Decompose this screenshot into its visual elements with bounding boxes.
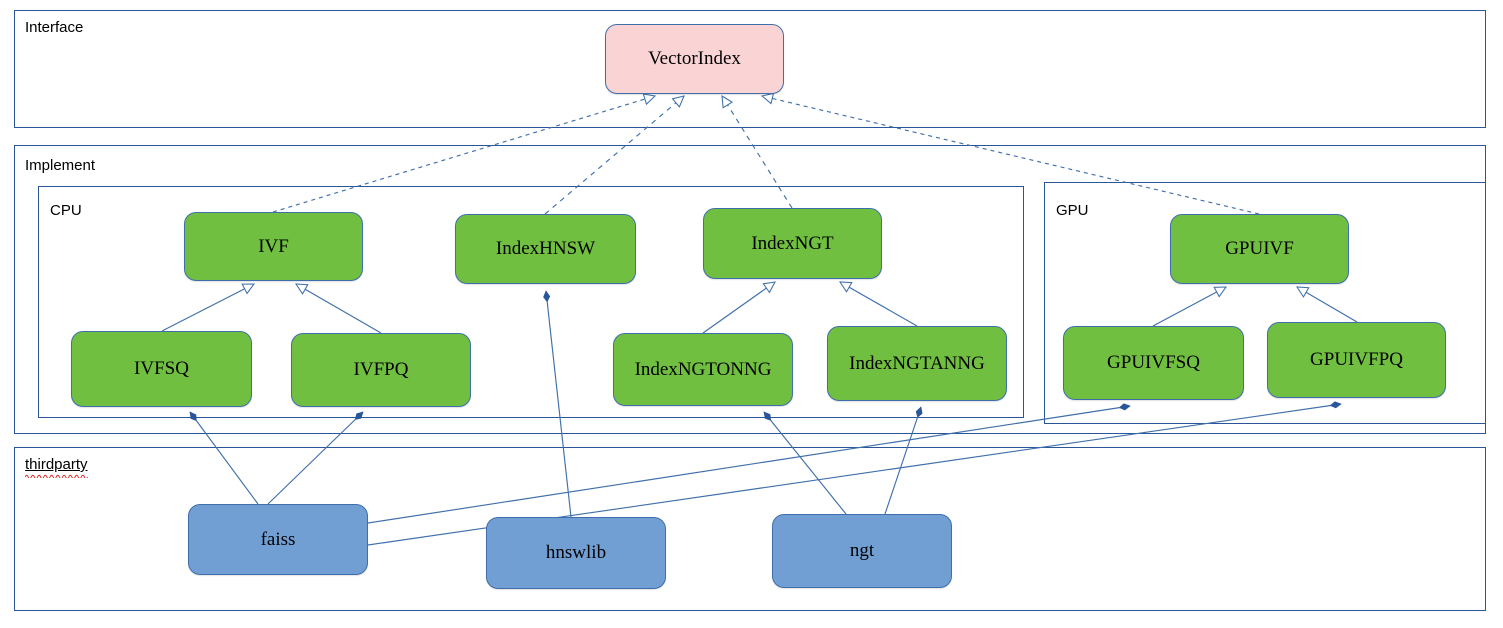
node-ivfsq[interactable]: IVFSQ bbox=[71, 331, 252, 407]
node-vectorindex[interactable]: VectorIndex bbox=[605, 24, 784, 94]
group-label-implement: Implement bbox=[25, 157, 96, 174]
node-gpuivfsq[interactable]: GPUIVFSQ bbox=[1063, 326, 1244, 400]
group-label-interface: Interface bbox=[25, 19, 84, 36]
node-indexngtanng[interactable]: IndexNGTANNG bbox=[827, 326, 1007, 401]
node-ngt[interactable]: ngt bbox=[772, 514, 952, 588]
spellcheck-squiggle-icon bbox=[25, 474, 88, 478]
node-gpuivfpq[interactable]: GPUIVFPQ bbox=[1267, 322, 1446, 398]
node-indexngt[interactable]: IndexNGT bbox=[703, 208, 882, 279]
node-faiss[interactable]: faiss bbox=[188, 504, 368, 575]
node-ivfpq[interactable]: IVFPQ bbox=[291, 333, 471, 407]
group-label-thirdparty-text: thirdparty bbox=[25, 456, 88, 473]
node-hnswlib[interactable]: hnswlib bbox=[486, 517, 666, 589]
node-ivf[interactable]: IVF bbox=[184, 212, 363, 281]
node-gpuivf[interactable]: GPUIVF bbox=[1170, 214, 1349, 284]
node-indexngtonng[interactable]: IndexNGTONNG bbox=[613, 333, 793, 406]
node-indexhnsw[interactable]: IndexHNSW bbox=[455, 214, 636, 284]
group-label-thirdparty: thirdparty bbox=[25, 456, 88, 478]
group-label-cpu: CPU bbox=[50, 202, 82, 219]
group-label-gpu: GPU bbox=[1056, 202, 1089, 219]
